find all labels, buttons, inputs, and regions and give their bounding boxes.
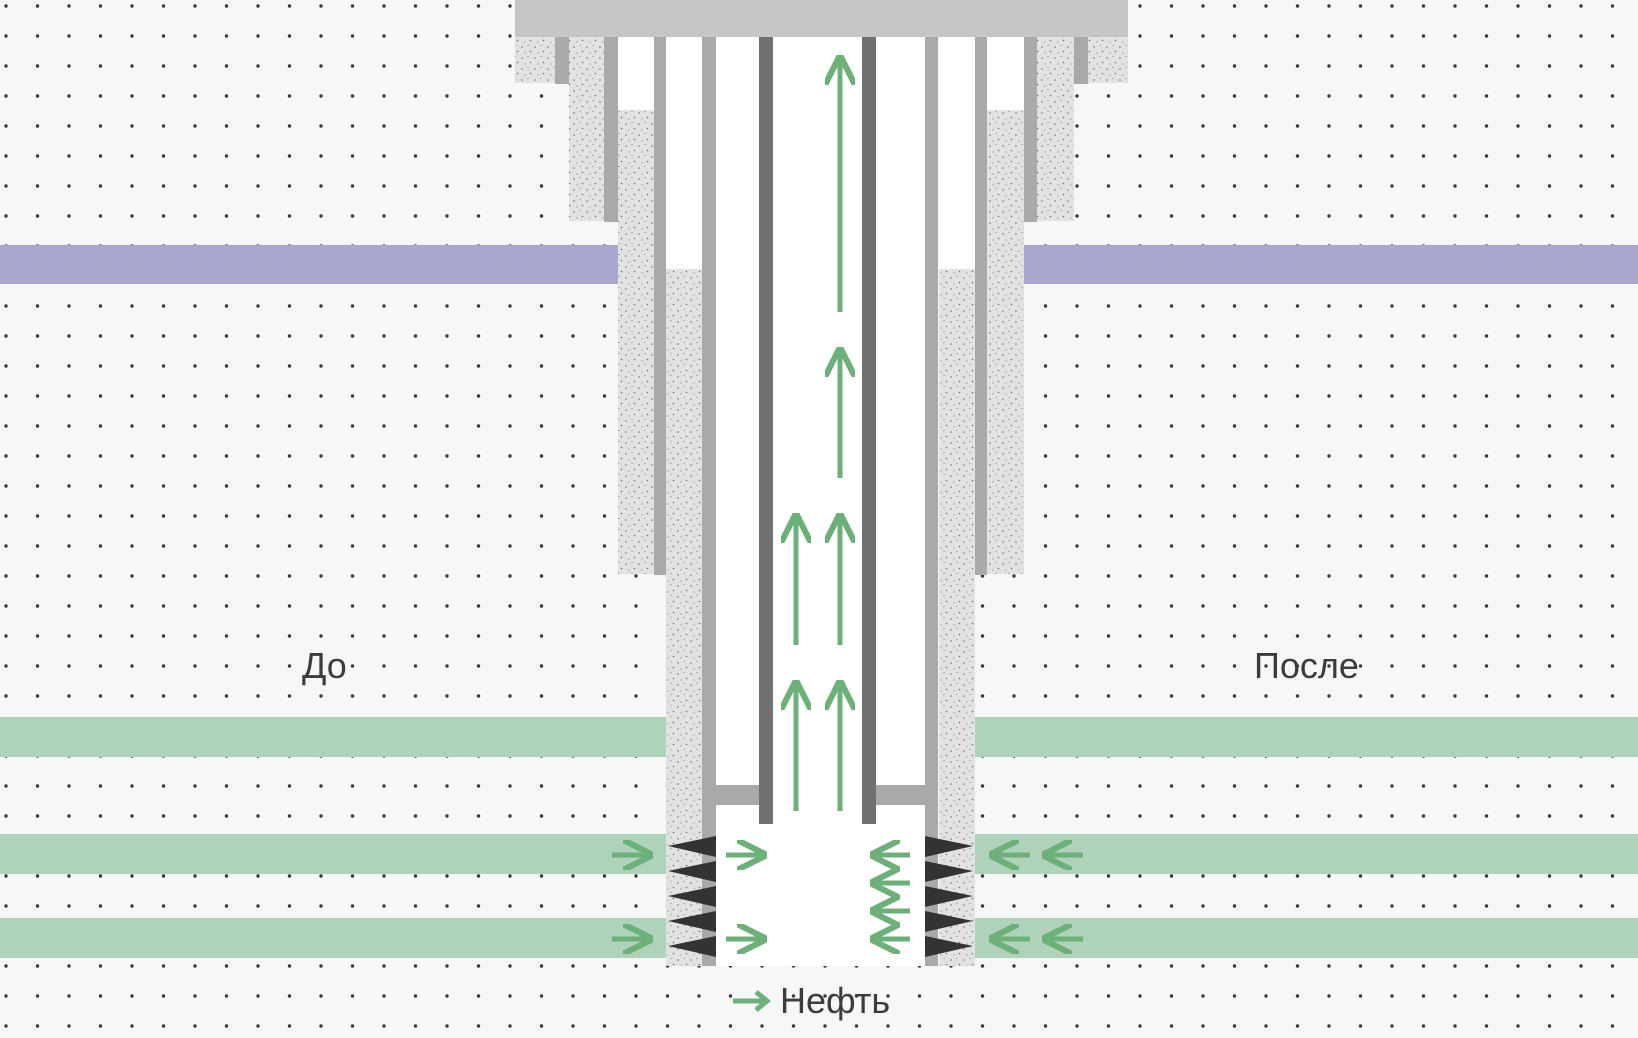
intermediate-casing bbox=[654, 37, 987, 575]
legend-label-oil: Нефть bbox=[780, 980, 891, 1021]
oil-layer-left-1 bbox=[0, 717, 668, 757]
packer bbox=[716, 785, 925, 805]
green-arrow-icon bbox=[733, 990, 771, 1012]
oil-flow-arrows bbox=[612, 58, 1083, 939]
oil-layer-left-3 bbox=[0, 918, 668, 958]
wellhead-cap bbox=[515, 0, 1128, 37]
oil-layer-left-2 bbox=[0, 834, 668, 874]
oil-layer-right-2 bbox=[974, 834, 1638, 874]
casing-annulus bbox=[618, 37, 1024, 269]
wellbore bbox=[716, 37, 925, 966]
label-after: После bbox=[1254, 645, 1359, 686]
outer-cement bbox=[515, 37, 1128, 574]
oil-layer-right-1 bbox=[974, 717, 1638, 757]
label-before: До bbox=[302, 645, 347, 686]
water-layer-left bbox=[0, 245, 618, 284]
legend: Нефть bbox=[730, 983, 890, 1019]
perforations bbox=[668, 836, 973, 957]
surface-casing bbox=[555, 37, 1088, 222]
oil-layer-right-3 bbox=[974, 918, 1638, 958]
tubing bbox=[759, 37, 876, 824]
production-casing bbox=[702, 37, 938, 966]
water-layer-right bbox=[1024, 245, 1638, 284]
